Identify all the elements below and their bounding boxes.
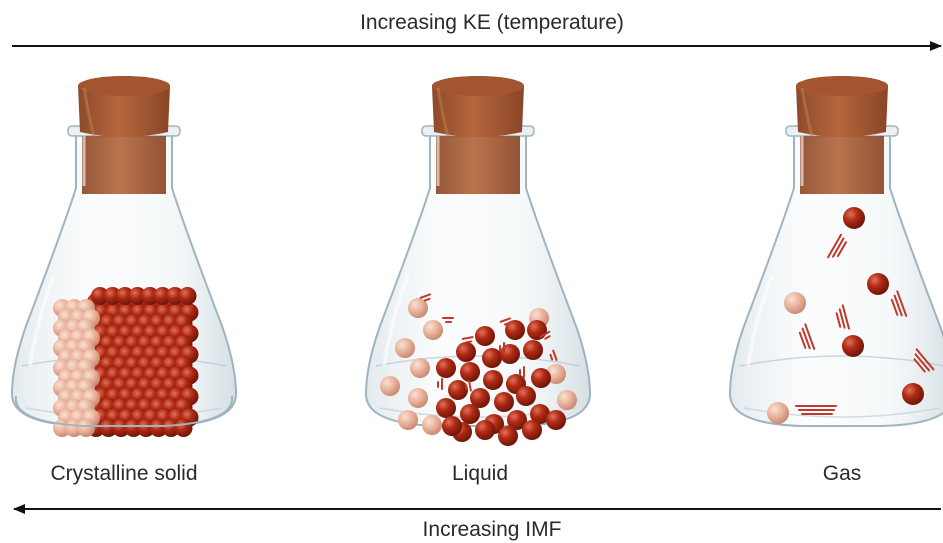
solid-particle [149, 419, 168, 437]
solid-particle [103, 287, 122, 305]
increasing-ke-label: Increasing KE (temperature) [360, 11, 624, 34]
solid-particle [116, 287, 134, 305]
gas-particle [842, 335, 864, 357]
solid-particle-lattice [53, 287, 199, 437]
liquid-particle [475, 420, 495, 440]
gas-particles [767, 207, 935, 424]
liquid-motion-lines [442, 317, 454, 323]
liquid-particle [422, 415, 442, 435]
liquid-particle [410, 358, 430, 378]
solid-particle [124, 419, 143, 437]
liquid-flask-label: Liquid [451, 462, 509, 485]
solid-particle [128, 287, 147, 305]
liquid-particle [482, 348, 502, 368]
solid-flask-label: Crystalline solid [50, 462, 198, 485]
gas-particle [902, 383, 924, 405]
gas-motion-trail [835, 304, 850, 330]
gas-motion-trail [827, 233, 847, 259]
liquid-motion-lines [519, 366, 525, 378]
gas-particle [843, 207, 865, 229]
liquid-particle [494, 392, 514, 412]
liquid-motion-lines [539, 330, 551, 340]
liquid-particle [557, 390, 577, 410]
liquid-motion-lines [419, 293, 432, 302]
liquid-particle [522, 420, 542, 440]
solid-particle [99, 419, 118, 437]
solid-particle [162, 419, 180, 437]
liquid-motion-lines [499, 317, 512, 326]
solid-particle [153, 287, 172, 305]
liquid-particle [546, 410, 566, 430]
gas-particle [784, 292, 806, 314]
liquid-particle [460, 362, 480, 382]
solid-particle [178, 287, 197, 305]
gas-flask-label: Gas [822, 462, 862, 485]
gas-motion-trail [798, 323, 816, 350]
liquid-particle [507, 410, 527, 430]
solid-particle [174, 419, 193, 437]
liquid-particle [531, 368, 551, 388]
liquid-particle [505, 320, 525, 340]
liquid-particle [483, 370, 503, 390]
liquid-particle [436, 398, 456, 418]
liquid-particle [395, 338, 415, 358]
liquid-motion-lines [464, 379, 472, 392]
liquid-particle [408, 388, 428, 408]
liquid-particle [527, 320, 547, 340]
liquid-particle [498, 426, 518, 446]
gas-particle [767, 402, 789, 424]
liquid-particle [408, 298, 428, 318]
solid-particle [141, 287, 159, 305]
liquid-particle [530, 404, 550, 424]
liquid-motion-lines [437, 378, 443, 390]
solid-particle [166, 287, 184, 305]
liquid-particle [475, 326, 495, 346]
solid-flask-glass-front [14, 395, 234, 427]
liquid-particle [470, 388, 490, 408]
gas-motion-trail [913, 348, 935, 373]
increasing-imf-label: Increasing IMF [422, 518, 562, 541]
solid-particle [137, 419, 155, 437]
solid-particle [112, 419, 130, 437]
liquid-particle [460, 404, 480, 424]
gas-particle [867, 273, 889, 295]
liquid-motion-lines [549, 349, 558, 362]
liquid-particle [523, 340, 543, 360]
liquid-particle [436, 358, 456, 378]
liquid-motion-lines [499, 342, 505, 354]
liquid-particles [380, 293, 577, 446]
liquid-particle [516, 386, 536, 406]
solid-particle [91, 287, 109, 305]
liquid-particle [423, 320, 443, 340]
liquid-particle [448, 380, 468, 400]
gas-motion-trail [890, 290, 908, 317]
solid-particle [77, 419, 95, 437]
gas-motion-trail [795, 405, 837, 415]
liquid-particle [380, 376, 400, 396]
liquid-particle [546, 364, 566, 384]
liquid-particle [456, 342, 476, 362]
liquid-particle [398, 410, 418, 430]
liquid-motion-lines [461, 336, 474, 344]
liquid-particle [442, 416, 462, 436]
